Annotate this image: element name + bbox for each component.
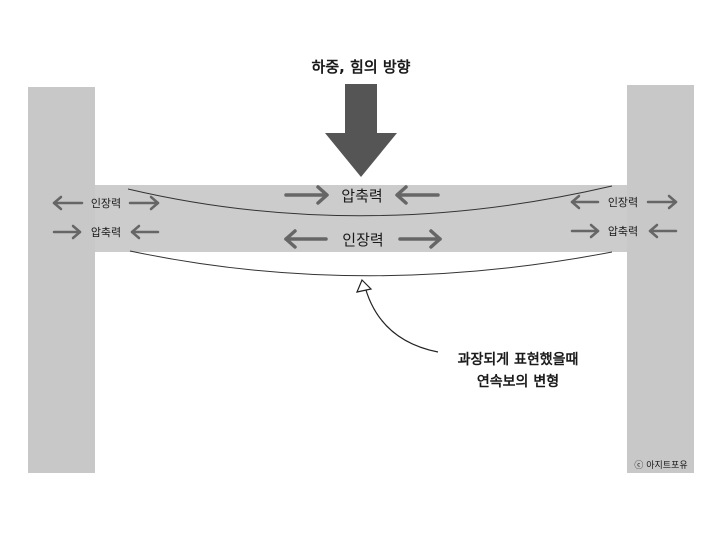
left-compression-arrows xyxy=(52,224,160,240)
right-compression-arrows xyxy=(570,223,678,239)
beam-bottom-deflection-curve xyxy=(129,250,613,277)
deformation-note-line1: 과장되게 표현했을때 xyxy=(458,351,579,368)
center-tension-label: 인장력 xyxy=(342,231,383,249)
right-tension-arrows xyxy=(570,194,678,210)
load-arrow xyxy=(325,84,397,177)
right-column xyxy=(627,85,694,473)
deformation-note-line2: 연속보의 변형 xyxy=(477,373,559,390)
left-tension-arrows xyxy=(52,195,160,211)
center-compression-label: 압축력 xyxy=(341,187,382,205)
load-label: 하중, 힘의 방향 xyxy=(312,58,411,76)
left-compression-label: 압축력 xyxy=(91,226,121,239)
beam xyxy=(95,185,627,252)
center-compression-arrows xyxy=(284,185,440,205)
credit-label: ⓒ 아지트포유 xyxy=(634,460,687,471)
center-tension-arrows xyxy=(284,229,442,249)
right-compression-label: 압축력 xyxy=(608,225,638,238)
left-tension-label: 인장력 xyxy=(91,197,121,210)
beam-top-deflection-curve xyxy=(127,185,613,217)
deformation-pointer-line xyxy=(363,282,439,353)
deformation-pointer-arrowhead xyxy=(356,278,373,293)
left-column xyxy=(28,87,95,473)
right-tension-label: 인장력 xyxy=(608,196,638,209)
